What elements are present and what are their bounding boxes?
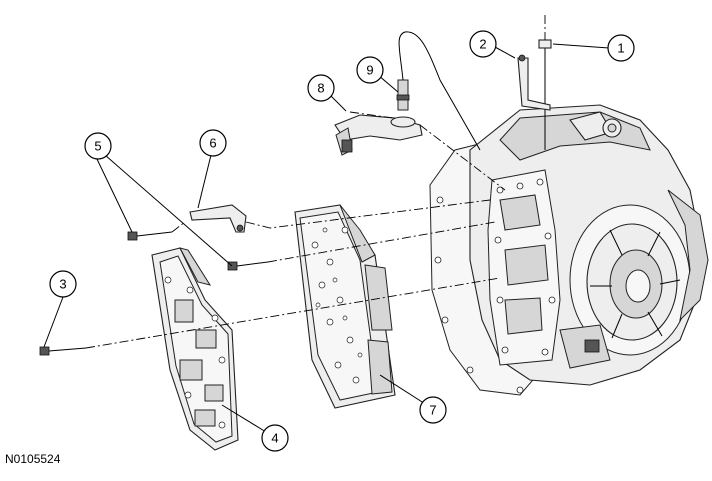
svg-text:9: 9 (366, 63, 373, 78)
separator-plate (294, 204, 396, 409)
alignment-lines (85, 15, 546, 349)
svg-text:8: 8 (317, 81, 324, 96)
svg-text:7: 7 (429, 403, 436, 418)
callout-9: 9 (356, 56, 384, 84)
sensor-harness-assembly (334, 31, 481, 156)
callout-2: 2 (469, 30, 497, 58)
svg-text:3: 3 (59, 277, 66, 292)
transmission-assembly (429, 39, 709, 396)
leader-lines (43, 43, 610, 433)
callout-1: 1 (607, 34, 635, 62)
svg-text:5: 5 (94, 139, 101, 154)
svg-text:1: 1 (617, 41, 624, 56)
callout-4: 4 (261, 424, 289, 452)
callout-7: 7 (419, 396, 447, 424)
bolt-5-upper (127, 231, 173, 241)
callout-5: 5 (84, 132, 112, 160)
figure-id-label: N0105524 (5, 452, 61, 466)
wiring-bracket (189, 204, 247, 233)
bolt-3 (39, 346, 87, 356)
svg-text:2: 2 (479, 37, 486, 52)
svg-text:4: 4 (271, 431, 278, 446)
callout-8: 8 (307, 74, 335, 102)
valve-body (151, 247, 239, 451)
svg-text:6: 6 (209, 136, 216, 151)
bolt-5-lower (227, 261, 269, 271)
callout-3: 3 (49, 270, 77, 298)
callout-6: 6 (199, 129, 227, 157)
